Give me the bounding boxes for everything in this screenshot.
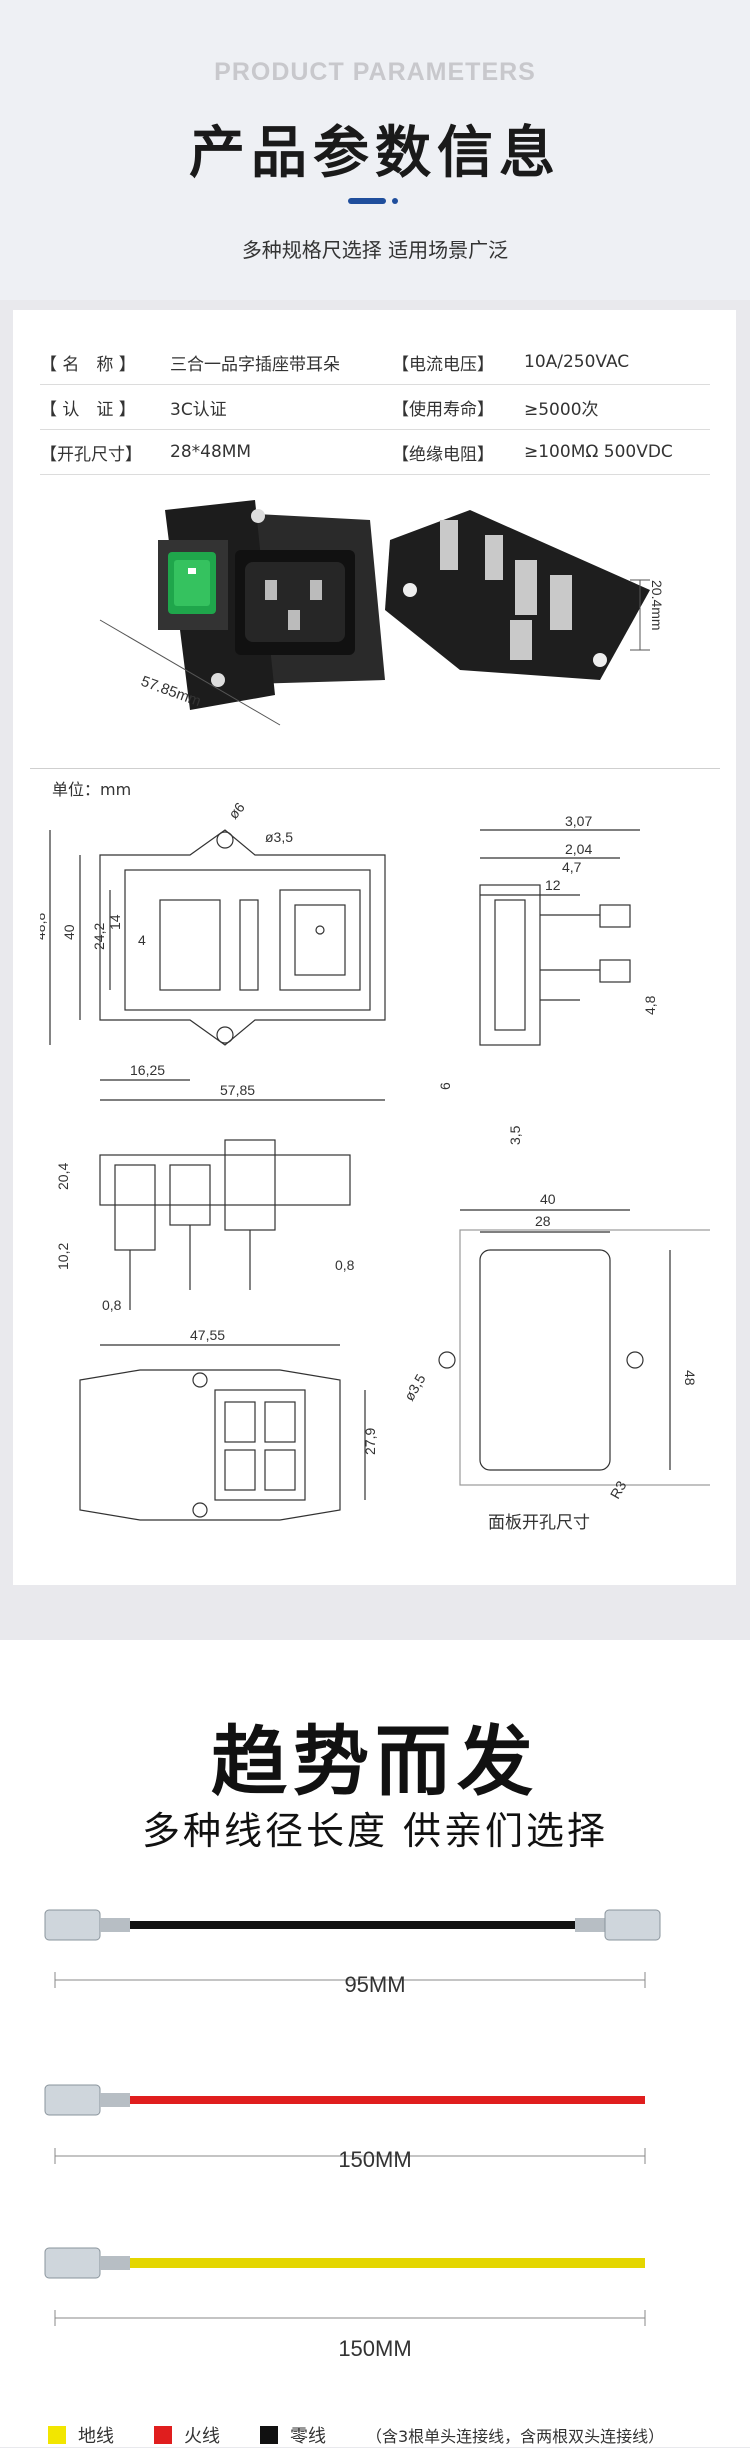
panel-cutout-view: 40 28 48 ø3,5 R3	[401, 1191, 710, 1502]
dim-label: 3,5	[507, 1125, 523, 1145]
spec-value: ≥100MΩ 500VDC	[524, 442, 673, 462]
title-dot	[392, 198, 398, 204]
swatch-red	[154, 2426, 172, 2444]
legend-label: 火线	[184, 2426, 220, 2447]
wire-length-label: 150MM	[338, 2336, 412, 2361]
header-section	[0, 0, 750, 300]
side-view: 3,07 2,04 4,7 12 4,8 6 3,5	[437, 813, 658, 1145]
trend-subtitle: 多种线径长度 供亲们选择	[141, 1809, 609, 1853]
wire-yellow	[44, 2247, 646, 2326]
wire-black	[44, 1909, 661, 1988]
legend-item-live: 火线	[154, 2422, 220, 2448]
dim-label: 10,2	[55, 1243, 71, 1270]
legend-item-neutral: 零线	[260, 2422, 326, 2448]
dim-label: 48	[682, 1370, 698, 1386]
spec-key: 【开孔尺寸】	[40, 444, 142, 465]
dim-label: 4,7	[562, 859, 582, 875]
back-view: 47,55 27,9	[79, 1327, 378, 1521]
spec-row: 【开孔尺寸】 28*48MM 【绝缘电阻】 ≥100MΩ 500VDC	[40, 430, 710, 475]
spec-value: 28*48MM	[170, 442, 252, 462]
dim-label: 57,85	[220, 1082, 255, 1098]
trend-section	[0, 1640, 750, 2447]
dim-height-label: 20.4mm	[649, 580, 665, 631]
spec-key: 【绝缘电阻】	[392, 444, 494, 465]
socket-front-image	[158, 500, 385, 710]
dim-label: 47,55	[190, 1327, 225, 1343]
bottom-side-view: 20,4 10,2 0,8 0,8	[55, 1139, 355, 1313]
dim-label: ø6	[225, 799, 248, 822]
swatch-black	[260, 2426, 278, 2444]
wire-length-label: 150MM	[338, 2147, 412, 2172]
dim-label: 40	[540, 1191, 556, 1207]
legend-item-ground: 地线	[48, 2422, 114, 2448]
dim-label: 0,8	[102, 1297, 122, 1313]
dim-label: ø3,5	[401, 1371, 429, 1403]
spec-key: 【 认 证 】	[40, 399, 136, 420]
legend-label: 地线	[78, 2426, 114, 2447]
technical-drawings: 48,8 40 24,2 14 4 57,85 16,25 ø6 ø3,5 3,…	[40, 799, 710, 1521]
dim-label: 24,2	[91, 923, 107, 950]
legend-label: 零线	[290, 2426, 326, 2447]
divider	[30, 768, 720, 769]
socket-back-image	[385, 510, 650, 680]
wire-legend: 地线 火线 零线 （含3根单头连接线，含两根双头连接线）	[48, 2422, 664, 2448]
english-title: PRODUCT PARAMETERS	[214, 58, 536, 86]
swatch-yellow	[48, 2426, 66, 2444]
dim-label: R3	[607, 1478, 630, 1502]
panel-cutout-caption: 面板开孔尺寸	[488, 1513, 590, 1533]
dim-label: 2,04	[565, 841, 592, 857]
page-title: 产品参数信息	[189, 121, 561, 186]
trend-title: 趋势而发	[211, 1717, 539, 1806]
spec-value: 3C认证	[170, 399, 227, 420]
spec-key: 【电流电压】	[392, 354, 494, 375]
spec-value: ≥5000次	[524, 399, 599, 420]
height-dimension-line: 20.4mm	[630, 579, 665, 651]
spec-key: 【使用寿命】	[392, 399, 494, 420]
spec-row: 【 名 称 】 三合一品字插座带耳朵 【电流电压】 10A/250VAC	[40, 340, 710, 385]
dim-label: 48,8	[40, 913, 48, 940]
spec-value: 10A/250VAC	[524, 352, 630, 372]
subtitle: 多种规格尺选择 适用场景广泛	[241, 238, 509, 262]
dim-label: 12	[545, 877, 561, 893]
wire-length-label: 95MM	[344, 1972, 406, 1997]
dim-label: 14	[107, 914, 123, 930]
spec-value: 三合一品字插座带耳朵	[170, 354, 340, 375]
dim-label: 40	[61, 924, 77, 940]
spec-row: 【 认 证 】 3C认证 【使用寿命】 ≥5000次	[40, 385, 710, 430]
dim-label: 4	[138, 932, 146, 948]
dim-label: 16,25	[130, 1062, 165, 1078]
spec-table: 【 名 称 】 三合一品字插座带耳朵 【电流电压】 10A/250VAC 【 认…	[40, 340, 710, 475]
title-underline	[348, 198, 386, 204]
wire-illustrations	[44, 1909, 661, 2326]
front-view: 48,8 40 24,2 14 4 57,85 16,25 ø6 ø3,5	[40, 799, 386, 1101]
product-photos: 57.85mm 20.4mm	[99, 500, 665, 726]
dim-label: 4,8	[642, 995, 658, 1015]
dim-label: 20,4	[55, 1163, 71, 1190]
dim-label: 28	[535, 1213, 551, 1229]
dim-label: 27,9	[362, 1428, 378, 1455]
dim-label: 0,8	[335, 1257, 355, 1273]
unit-label: 单位：mm	[52, 780, 132, 799]
spec-key: 【 名 称 】	[40, 354, 136, 375]
legend-note: （含3根单头连接线，含两根双头连接线）	[366, 2427, 665, 2446]
parameters-card	[13, 310, 736, 1585]
dim-label: ø3,5	[265, 829, 293, 845]
wire-red	[44, 2084, 646, 2164]
dim-label: 6	[437, 1082, 453, 1090]
dim-label: 3,07	[565, 813, 592, 829]
